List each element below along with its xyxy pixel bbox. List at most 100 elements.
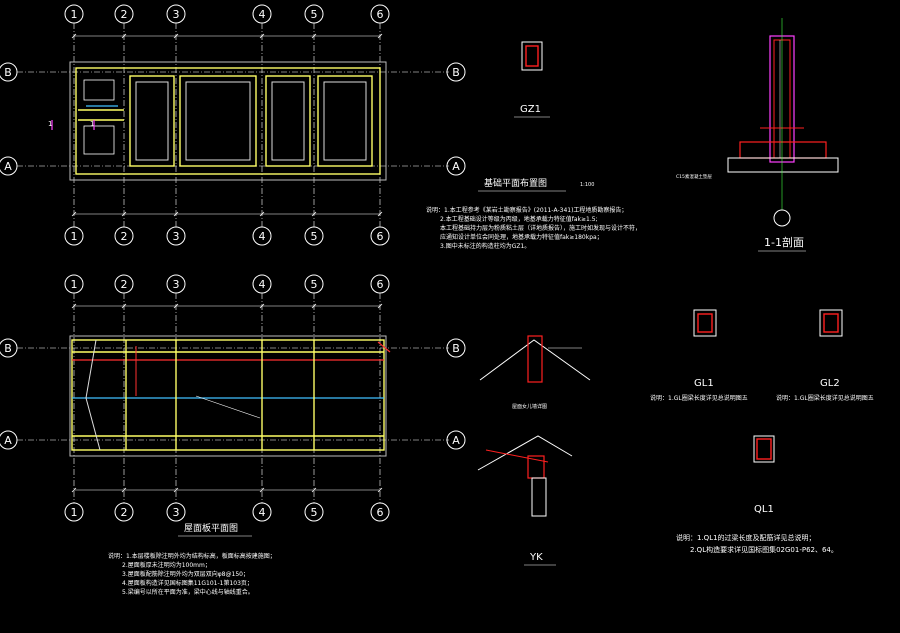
axis-label: 2 xyxy=(121,506,128,519)
foundation-note-line: 3.图中未标注的构造柱均为GZ1。 xyxy=(440,243,531,250)
axis-label: A xyxy=(452,434,460,447)
foundation-note-line: 应通知设计单位会同处理，地基承载力特征值fak≥180kpa； xyxy=(440,234,603,241)
roof-note-line: 说明：1.本层楼板除注明外均为结构标高，板面标高按建施图； xyxy=(108,553,276,560)
axis-bubble-bottom: 1 xyxy=(64,226,84,246)
axis-label: 6 xyxy=(377,230,384,243)
roof-notes: 说明：1.本层楼板除注明外均为结构标高，板面标高按建施图； 2.屋面板厚未注明均… xyxy=(108,552,276,597)
dimension-tick xyxy=(259,211,265,217)
axis-label: B xyxy=(452,342,460,355)
ql-note-line: 说明：1.QL1的过梁长度及配筋详见总说明； xyxy=(676,534,816,542)
dimension-tick xyxy=(121,211,127,217)
dimension-tick xyxy=(311,33,317,39)
dimension-tick xyxy=(121,487,127,493)
gl1-detail xyxy=(693,309,717,337)
axis-bubble-bottom: 2 xyxy=(114,226,134,246)
axis-bubble-top: 4 xyxy=(252,274,272,294)
cushion-label: C15素混凝土垫层 xyxy=(676,173,712,180)
foundation-section-marks xyxy=(51,105,118,130)
foundation-note-line: 本工程基础持力层为粉质粘土层（详地质报告），施工时如发现与设计不符， xyxy=(440,225,642,232)
axis-bubble-right: A xyxy=(446,156,466,176)
axis-bubble-bottom: 3 xyxy=(166,226,186,246)
dimension-tick xyxy=(173,211,179,217)
foundation-note-line: 说明：1.本工程参考《某岩土勘察报告》(2011-A-341)工程地质勘察报告； xyxy=(426,207,628,214)
axis-bubble-left: B xyxy=(0,62,18,82)
foundation-notes: 说明：1.本工程参考《某岩土勘察报告》(2011-A-341)工程地质勘察报告；… xyxy=(426,206,641,251)
axis-bubble-bottom: 4 xyxy=(252,226,272,246)
ql-note-line: 2.QL构造要求详见国标图集02G01-P62、64。 xyxy=(690,546,838,554)
roof-note-line: 3.屋面板配筋除注明外均为双层双向φ8@150； xyxy=(122,571,249,578)
dimension-tick xyxy=(311,211,317,217)
axis-label: 4 xyxy=(259,8,266,21)
axis-bubble-top: 3 xyxy=(166,4,186,24)
axis-bubble-right: B xyxy=(446,62,466,82)
foundation-plan-title: 基础平面布置图 xyxy=(484,177,547,189)
axis-bubble-top: 5 xyxy=(304,4,324,24)
section-1-1-detail xyxy=(727,18,839,227)
axis-bubble-bottom: 6 xyxy=(370,502,390,522)
dimension-tick xyxy=(121,303,127,309)
axis-label: 3 xyxy=(173,8,180,21)
axis-bubble-left: A xyxy=(0,156,18,176)
axis-bubble-bottom: 5 xyxy=(304,226,324,246)
dimension-tick xyxy=(71,33,77,39)
dimension-tick xyxy=(377,487,383,493)
axis-label: 1 xyxy=(71,506,78,519)
axis-label: 3 xyxy=(173,230,180,243)
gl2-title: GL2 xyxy=(820,378,840,389)
dimension-tick xyxy=(71,303,77,309)
axis-label: B xyxy=(4,342,12,355)
axis-bubble-top: 1 xyxy=(64,4,84,24)
axis-label: 5 xyxy=(311,8,318,21)
dimension-tick xyxy=(173,33,179,39)
axis-bubble-top: 6 xyxy=(370,4,390,24)
eave-detail xyxy=(479,335,591,383)
yk-title: YK xyxy=(529,552,543,563)
ql1-detail xyxy=(753,435,775,463)
axis-label: 3 xyxy=(173,506,180,519)
dimension-tick xyxy=(377,211,383,217)
axis-bubble-bottom: 2 xyxy=(114,502,134,522)
foundation-rooms xyxy=(69,61,387,181)
yk-detail xyxy=(477,435,573,517)
roof-beams xyxy=(69,335,391,457)
ql-notes: 说明：1.QL1的过梁长度及配筋详见总说明； 2.QL构造要求详见国标图集02G… xyxy=(676,532,838,556)
axis-label: 1 xyxy=(71,8,78,21)
dimension-tick xyxy=(377,33,383,39)
dimension-tick xyxy=(173,487,179,493)
axis-label: 1 xyxy=(71,230,78,243)
dimension-tick xyxy=(173,303,179,309)
dimension-tick xyxy=(71,211,77,217)
dimension-tick xyxy=(259,487,265,493)
axis-bubble-top: 4 xyxy=(252,4,272,24)
axis-bubble-bottom: 4 xyxy=(252,502,272,522)
axis-bubble-bottom: 5 xyxy=(304,502,324,522)
axis-label: 5 xyxy=(311,278,318,291)
dimension-tick xyxy=(259,303,265,309)
axis-label: 1 xyxy=(71,278,78,291)
axis-bubble-top: 2 xyxy=(114,4,134,24)
axis-label: B xyxy=(4,66,12,79)
axis-label: 2 xyxy=(121,278,128,291)
dimension-tick xyxy=(71,487,77,493)
gz1-detail xyxy=(521,41,543,71)
section-1-1-title: 1-1剖面 xyxy=(764,235,804,249)
axis-label: B xyxy=(452,66,460,79)
roof-note-line: 2.屋面板厚未注明均为100mm； xyxy=(122,562,211,569)
axis-bubble-right: A xyxy=(446,430,466,450)
axis-label: 6 xyxy=(377,278,384,291)
dimension-tick xyxy=(121,33,127,39)
axis-label: A xyxy=(4,160,12,173)
gl2-note: 说明：1.GL圈梁长度详见总说明图五 xyxy=(776,395,874,402)
axis-label: 3 xyxy=(173,278,180,291)
axis-bubble-bottom: 1 xyxy=(64,502,84,522)
axis-bubble-top: 3 xyxy=(166,274,186,294)
roof-plan-title: 屋面板平面图 xyxy=(184,522,238,534)
axis-bubble-right: B xyxy=(446,338,466,358)
foundation-plan-scale: 1:100 xyxy=(580,182,594,188)
axis-label: 6 xyxy=(377,506,384,519)
foundation-note-line: 2.本工程基础设计等级为丙级，地基承载力特征值fak≥1.5; xyxy=(440,216,598,223)
axis-bubble-bottom: 3 xyxy=(166,502,186,522)
